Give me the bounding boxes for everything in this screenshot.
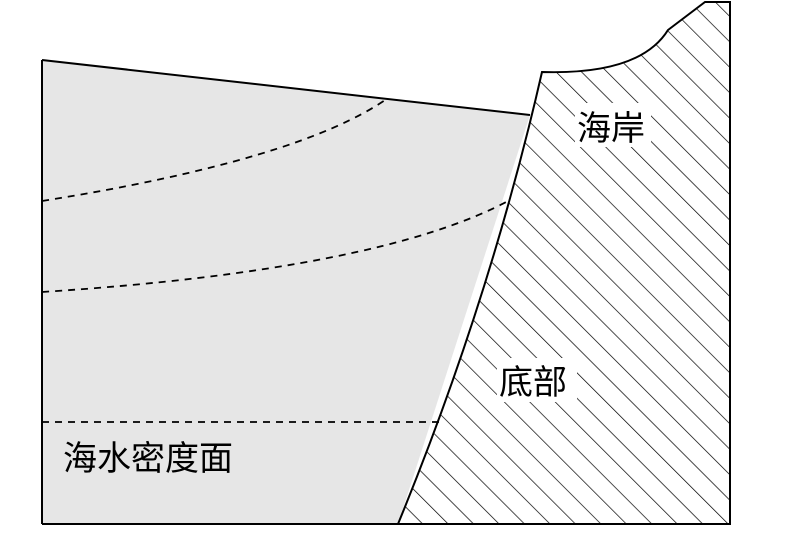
bottom-label: 底部 [499, 363, 567, 403]
sea-surface-line [41, 59, 531, 116]
isopycnal-curve-middle [41, 199, 511, 293]
coast-label-bg [575, 103, 651, 147]
coast-label: 海岸 [577, 109, 645, 149]
isopycnal-label: 海水密度面 [63, 439, 233, 479]
isopycnal-curve-upper [41, 97, 389, 202]
bottom-label-bg [497, 358, 577, 402]
sea-water-region [42, 60, 530, 524]
